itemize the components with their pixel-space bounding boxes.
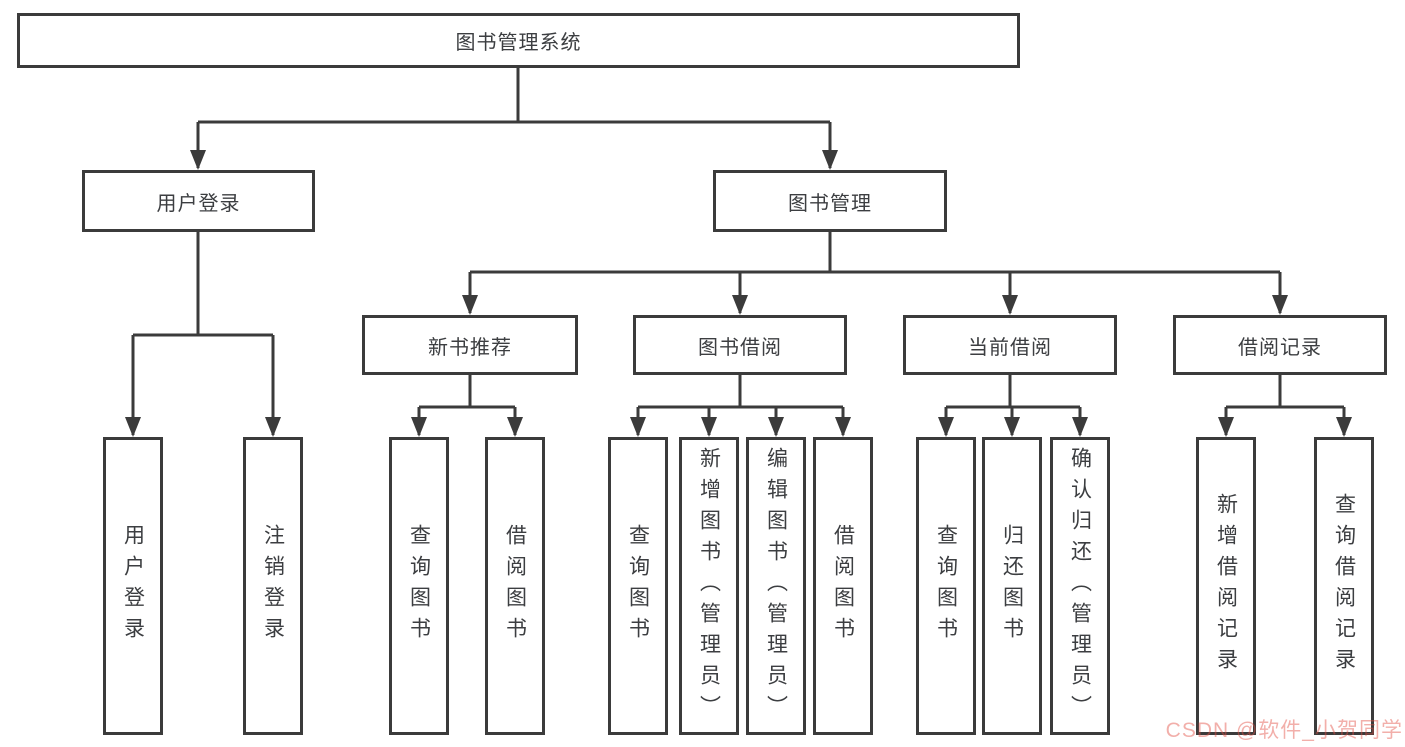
- arrow-down-icon: [768, 417, 784, 437]
- arrow-down-icon: [265, 417, 281, 437]
- arrow-down-icon: [1218, 417, 1234, 437]
- node-library-management-system: 图书管理系统: [17, 13, 1020, 68]
- node-book-management: 图书管理: [713, 170, 947, 232]
- leaf-query-books: 查询图书: [608, 437, 668, 735]
- node-label: 图书管理: [788, 192, 872, 215]
- node-label: 用户登录: [121, 524, 145, 648]
- leaf-logout: 注销登录: [243, 437, 303, 735]
- node-label: 图书借阅: [698, 336, 782, 359]
- node-label: 新书推荐: [428, 336, 512, 359]
- arrow-down-icon: [701, 417, 717, 437]
- arrow-down-icon: [835, 417, 851, 437]
- node-label: 借阅图书: [503, 524, 527, 648]
- node-label: 编辑图书（管理员）: [764, 446, 788, 726]
- leaf-add-borrow-record: 新增借阅记录: [1196, 437, 1256, 735]
- node-label: 归还图书: [1000, 524, 1024, 648]
- leaf-confirm-return-admin: 确认归还（管理员）: [1050, 437, 1110, 735]
- arrow-down-icon: [1002, 295, 1018, 315]
- node-label: 图书管理系统: [455, 32, 582, 54]
- node-label: 新增图书（管理员）: [697, 446, 721, 726]
- node-label: 当前借阅: [968, 336, 1052, 359]
- node-label: 新增借阅记录: [1214, 493, 1238, 679]
- arrow-down-icon: [507, 417, 523, 437]
- arrow-down-icon: [1336, 417, 1352, 437]
- connector-user-login-branch: [131, 232, 275, 435]
- node-label: 查询借阅记录: [1332, 493, 1356, 679]
- node-new-book-recommend: 新书推荐: [362, 315, 578, 375]
- connector-book-borrowing-branch: [636, 375, 845, 435]
- leaf-return-books: 归还图书: [982, 437, 1042, 735]
- leaf-query-books: 查询图书: [916, 437, 976, 735]
- arrow-down-icon: [732, 295, 748, 315]
- leaf-edit-books-admin: 编辑图书（管理员）: [746, 437, 806, 735]
- node-label: 注销登录: [261, 524, 285, 648]
- node-label: 查询图书: [626, 524, 650, 648]
- node-label: 查询图书: [934, 524, 958, 648]
- connector-borrowing-records-branch: [1224, 375, 1346, 435]
- arrow-down-icon: [1004, 417, 1020, 437]
- node-label: 用户登录: [156, 192, 241, 215]
- leaf-user-login: 用户登录: [103, 437, 163, 735]
- node-label: 借阅图书: [831, 524, 855, 648]
- connector-new-book-branch: [417, 375, 517, 435]
- arrow-down-icon: [822, 150, 838, 170]
- node-label: 查询图书: [407, 524, 431, 648]
- connector-root-to-level2: [196, 68, 832, 168]
- leaf-add-books-admin: 新增图书（管理员）: [679, 437, 739, 735]
- arrow-down-icon: [411, 417, 427, 437]
- leaf-query-borrow-record: 查询借阅记录: [1314, 437, 1374, 735]
- arrow-down-icon: [630, 417, 646, 437]
- arrow-down-icon: [462, 295, 478, 315]
- leaf-borrow-books: 借阅图书: [813, 437, 873, 735]
- arrow-down-icon: [938, 417, 954, 437]
- connector-book-management-branch: [468, 232, 1282, 313]
- arrow-down-icon: [190, 150, 206, 170]
- node-user-login: 用户登录: [82, 170, 315, 232]
- arrow-down-icon: [1272, 295, 1288, 315]
- node-borrowing-records: 借阅记录: [1173, 315, 1387, 375]
- arrow-down-icon: [1072, 417, 1088, 437]
- node-label: 借阅记录: [1238, 336, 1322, 359]
- leaf-borrow-books: 借阅图书: [485, 437, 545, 735]
- arrow-down-icon: [125, 417, 141, 437]
- node-current-borrowing: 当前借阅: [903, 315, 1117, 375]
- node-book-borrowing: 图书借阅: [633, 315, 847, 375]
- node-label: 确认归还（管理员）: [1068, 446, 1092, 726]
- leaf-query-books: 查询图书: [389, 437, 449, 735]
